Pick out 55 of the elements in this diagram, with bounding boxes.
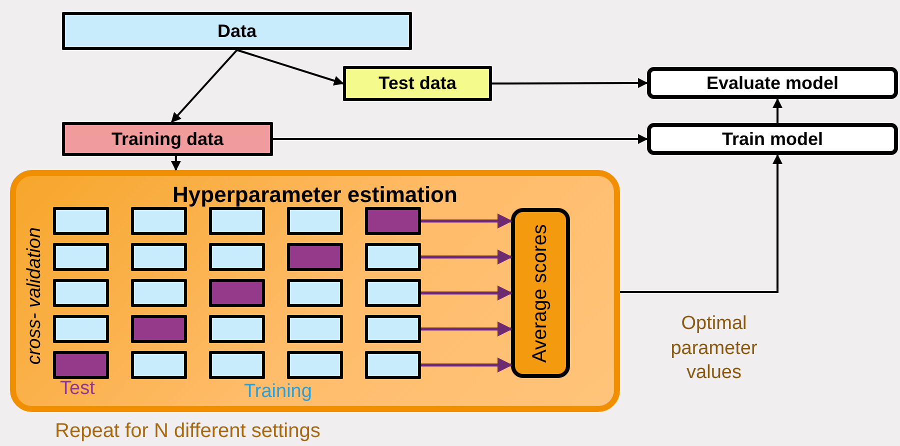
fold-box <box>365 207 421 235</box>
fold-box <box>131 315 187 343</box>
note-text: Repeat for N different settings <box>55 420 320 443</box>
arrow <box>492 78 648 88</box>
column-label: Test <box>60 378 95 400</box>
arrow <box>421 358 512 372</box>
fold-box <box>131 243 187 271</box>
fold-box <box>209 243 265 271</box>
arrow <box>772 98 783 123</box>
process-box <box>62 12 412 50</box>
fold-box <box>287 351 343 379</box>
fold-box <box>131 279 187 307</box>
average-box <box>511 208 570 378</box>
fold-box <box>131 351 187 379</box>
fold-box <box>365 243 421 271</box>
box-label: Data <box>217 20 256 42</box>
box-label: Average scores <box>529 224 552 362</box>
box-label: Training data <box>111 128 224 150</box>
fold-box <box>209 207 265 235</box>
process-box <box>647 123 898 155</box>
fold-box <box>53 351 109 379</box>
process-box <box>647 67 898 99</box>
arrow <box>421 214 512 228</box>
arrow <box>421 250 512 264</box>
fold-box <box>365 351 421 379</box>
arrow <box>620 154 783 293</box>
arrow <box>421 286 512 300</box>
box-label: Test data <box>378 73 456 94</box>
process-box <box>62 122 273 156</box>
arrow <box>170 49 238 123</box>
fold-box <box>131 207 187 235</box>
fold-box <box>53 207 109 235</box>
column-label: Training <box>244 381 312 403</box>
fold-box <box>53 279 109 307</box>
box-label: Train model <box>722 128 824 150</box>
fold-box <box>365 315 421 343</box>
arrow <box>236 49 344 86</box>
arrow <box>273 134 648 144</box>
process-box <box>343 66 492 101</box>
fold-box <box>287 243 343 271</box>
fold-box <box>209 315 265 343</box>
process-panel <box>10 170 620 412</box>
axis-title: cross- validation <box>24 227 46 365</box>
fold-box <box>209 351 265 379</box>
fold-box <box>287 207 343 235</box>
fold-box <box>53 243 109 271</box>
box-label: Evaluate model <box>706 72 839 94</box>
panel-title: Hyperparameter estimation <box>172 182 458 208</box>
fold-box <box>365 279 421 307</box>
arrow <box>421 322 512 336</box>
fold-box <box>287 315 343 343</box>
arrow <box>170 156 181 171</box>
fold-box <box>53 315 109 343</box>
fold-box <box>287 279 343 307</box>
fold-box <box>209 279 265 307</box>
